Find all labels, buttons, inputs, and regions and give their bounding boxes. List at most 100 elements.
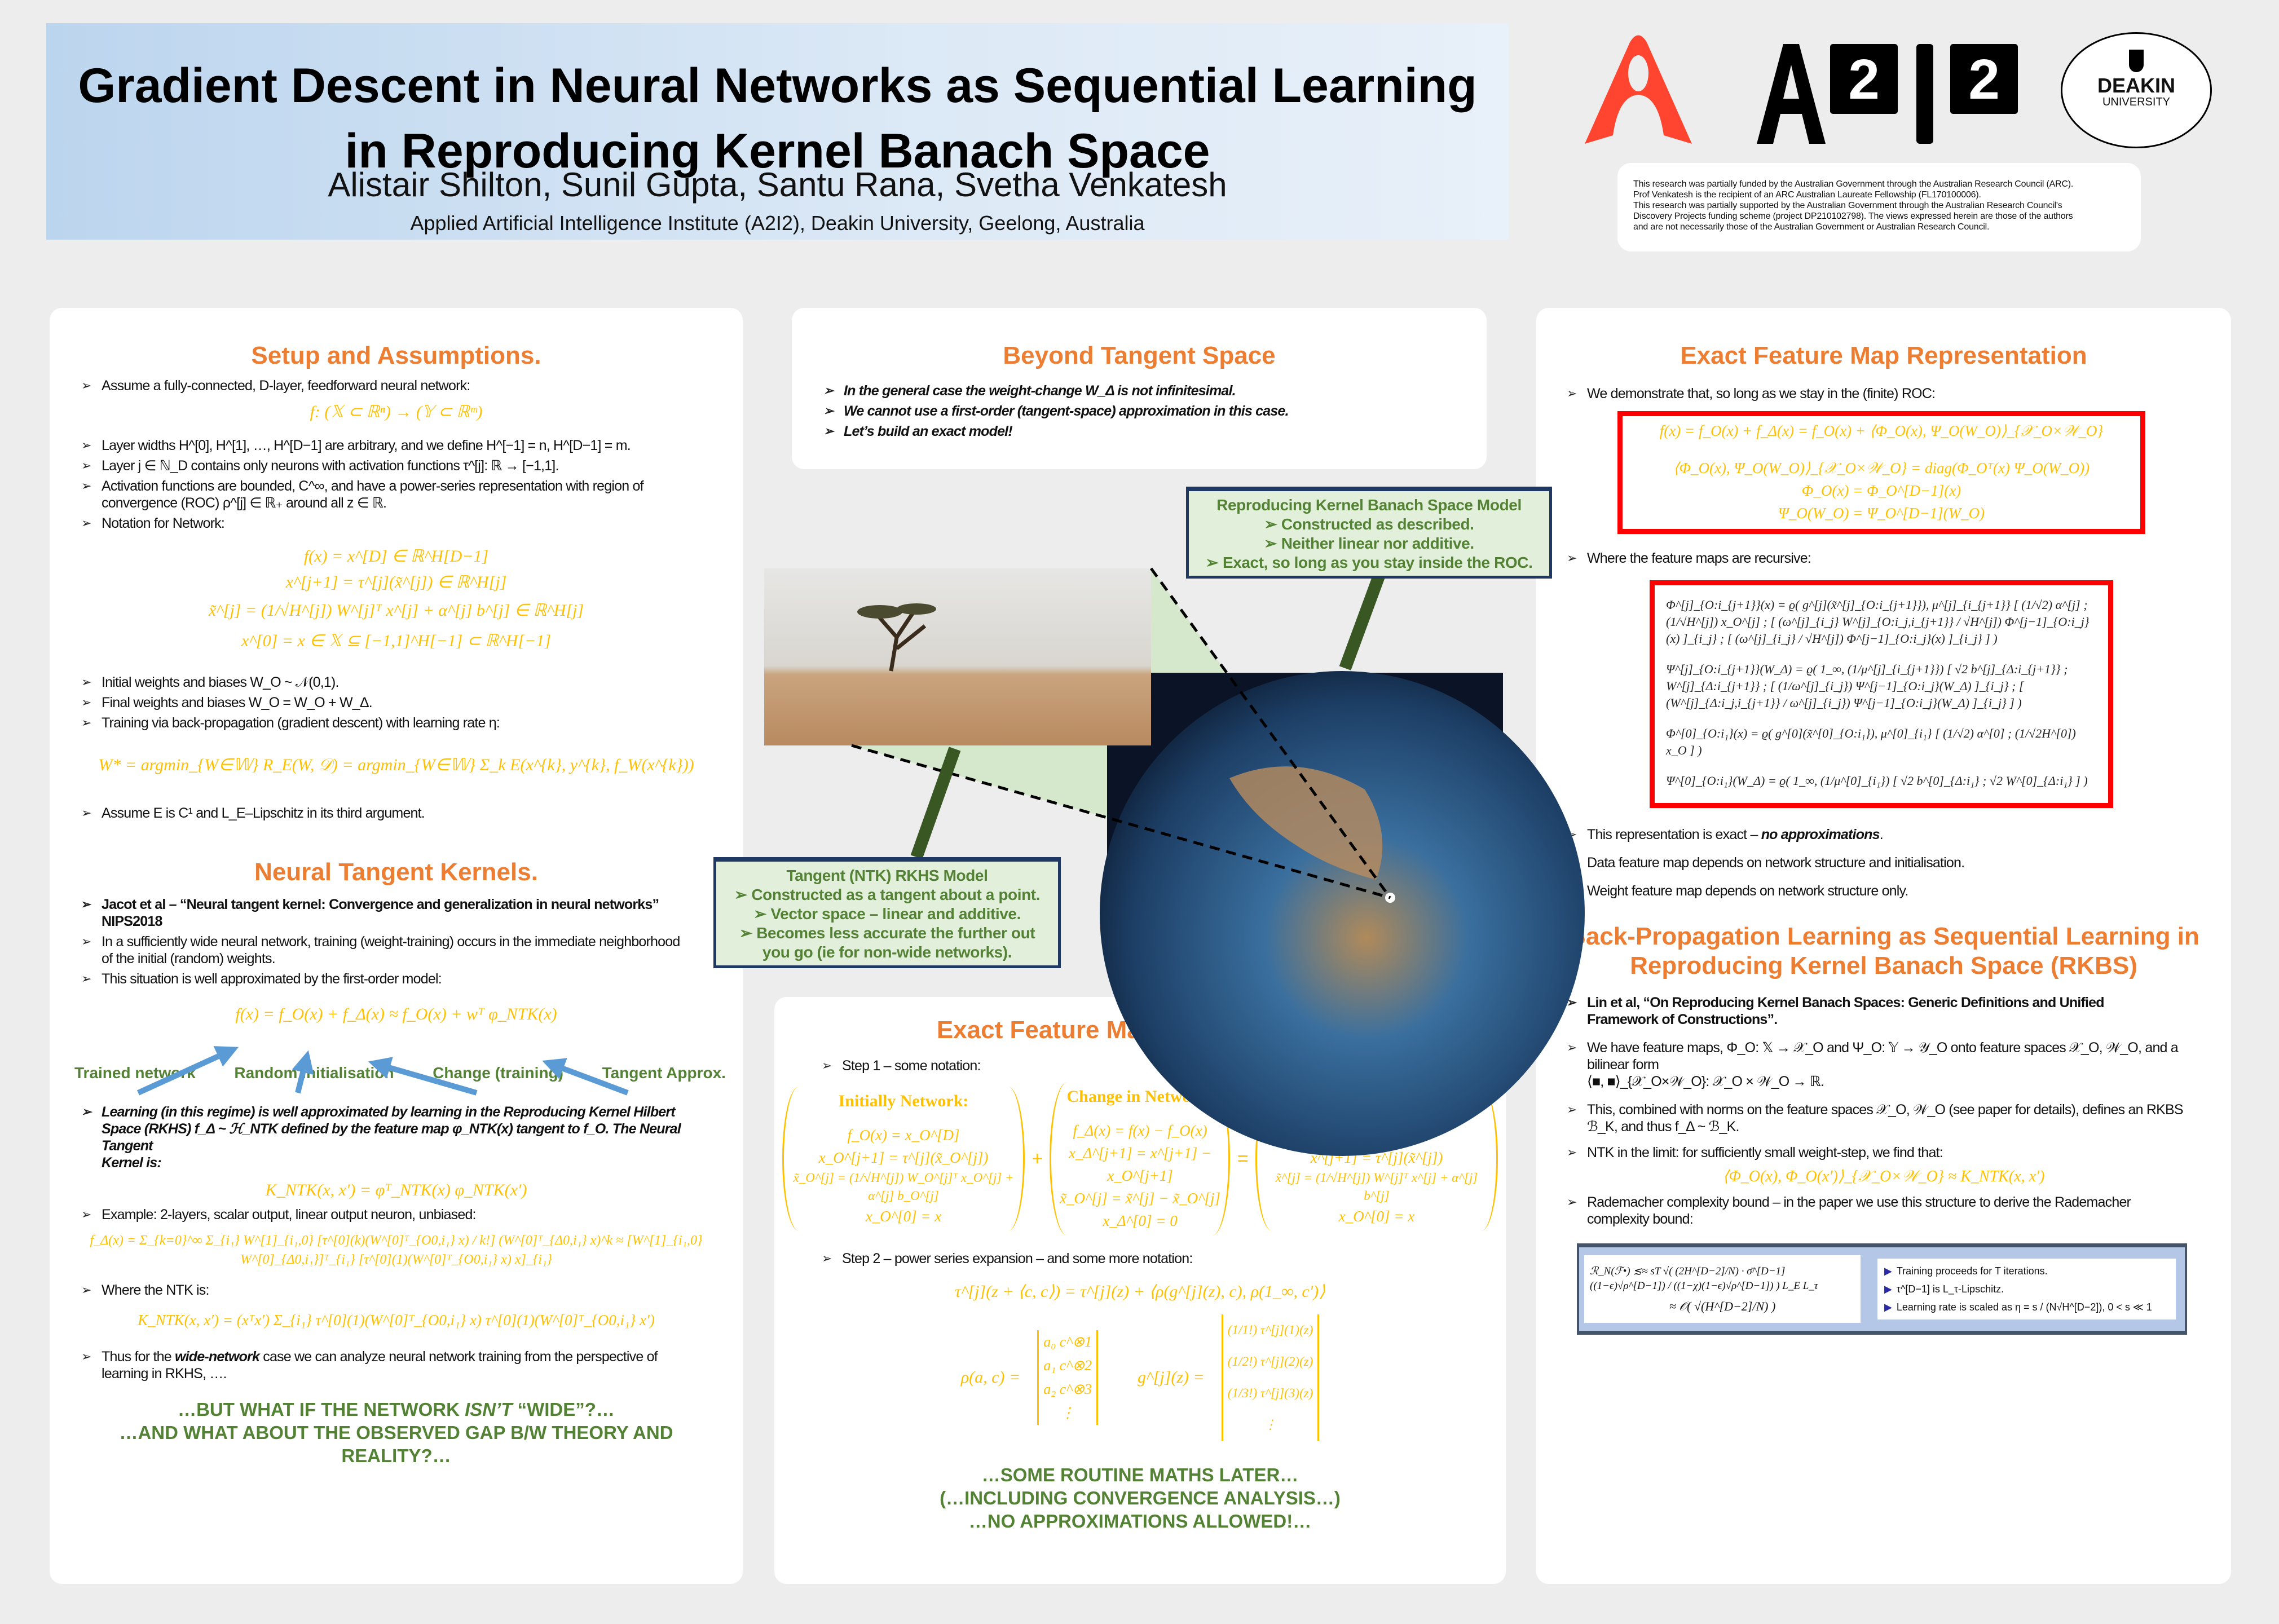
math-line: ⋮	[1060, 1405, 1075, 1421]
bullet: We cannot use a first-order (tangent-spa…	[823, 403, 1466, 420]
column-title: Initially Network:	[838, 1092, 969, 1110]
text: Framework of Constructions”.	[1587, 1012, 1778, 1027]
math-line: f_Δ(x) = f(x) − f_O(x)	[1073, 1122, 1207, 1139]
math-line: x_O^[0] = x	[865, 1208, 942, 1225]
ending-line-3: …NO APPROXIMATIONS ALLOWED!…	[968, 1511, 1312, 1532]
right-panel: Exact Feature Map Representation We demo…	[1536, 308, 2231, 1584]
label-trained-network: Trained network	[74, 1064, 196, 1082]
text: Neither linear nor additive.	[1281, 535, 1474, 552]
deakin-logo: DEAKIN UNIVERSITY	[2061, 32, 2212, 148]
math-line: a₂ c^⊗3	[1043, 1381, 1092, 1397]
math-line: f_O(x) = x^[D]	[1329, 1127, 1423, 1144]
math-phi-recursion: Φ^[j]_{O:i_{j+1}}(x) = ϱ( g^[j](x̃^[j]_{…	[1666, 598, 2090, 646]
note: ▶τ^[D−1] is L_τ-Lipschitz.	[1884, 1280, 2169, 1298]
math-g-vector: (1/1!) τ^[j](1)(z) (1/2!) τ^[j](2)(z) (1…	[1221, 1314, 1320, 1441]
text: Constructed as described.	[1281, 515, 1474, 533]
math-ntk-definition: K_NTK(x, x′) = φᵀ_NTK(x) φ_NTK(x′)	[265, 1181, 527, 1199]
note: ▶Training proceeds for T iterations.	[1884, 1262, 2169, 1280]
text: .	[1879, 827, 1884, 842]
funding-line: and are not necessarily those of the Aus…	[1633, 222, 1990, 232]
text: This representation is exact –	[1587, 827, 1761, 842]
text: Kernel is:	[102, 1155, 162, 1171]
math-line: f_O(x) = x_O^[D]	[847, 1127, 960, 1144]
deakin-university: UNIVERSITY	[2102, 96, 2171, 108]
text: Vector space – linear and additive.	[770, 905, 1021, 923]
text: Training proceeds for T iterations.	[1896, 1265, 2048, 1277]
network-notation-row: Initially Network: f_O(x) = x_O^[D] x_O^…	[782, 1082, 1498, 1235]
math-ntk-limit: ⟨Φ_O(x), Φ_O(x′)⟩_{𝒳_O×𝒲_O} ≈ K_NTK(x, x…	[1722, 1168, 2045, 1185]
exact-representation-box: f(x) = f_O(x) + f_Δ(x) = f_O(x) + ⟨Φ_O(x…	[1617, 411, 2145, 534]
column-title: Final Network:	[1321, 1092, 1432, 1110]
model-term-labels: Trained network Random initialisation Ch…	[74, 1064, 726, 1082]
math-network-map: f: (𝕏 ⊂ ℝⁿ) → (𝕐 ⊂ ℝᵐ)	[310, 403, 483, 421]
text: Learning (in this regime) is well approx…	[102, 1104, 676, 1120]
math-line: a₀ c^⊗1	[1043, 1334, 1092, 1350]
final-network-column: Final Network: f_O(x) = x^[D] x^[j+1] = …	[1255, 1087, 1498, 1231]
bullet: Training via back-propagation (gradient …	[81, 714, 722, 731]
math-ntk-example: K_NTK(x, x′) = (xᵀx′) Σ_{i₁} τ^[0](1)(W^…	[138, 1312, 655, 1329]
math-line: x̃_O^[j] = (1/√H^[j]) W_O^[j]ᵀ x_O^[j] +…	[793, 1171, 1014, 1203]
beyond-tangent-panel: Beyond Tangent Space In the general case…	[792, 308, 1487, 469]
bullet: Step 2 – power series expansion – and so…	[822, 1250, 1485, 1267]
box-item: you go (ie for non-wide networks).	[762, 943, 1012, 961]
math-line: Ψ_O(W_O) = Ψ_O^[D−1](W_O)	[1778, 505, 1985, 522]
math-line: ≈ 𝒪( √(H^[D−2]/N) )	[1669, 1299, 1776, 1313]
funding-line: Prof Venkatesh is the recipient of an AR…	[1633, 190, 1981, 200]
math-line: ⋮	[1264, 1418, 1277, 1432]
math-first-order-model: f(x) = f_O(x) + f_Δ(x) ≈ f_O(x) + wᵀ φ_N…	[235, 1005, 557, 1023]
text: ISN’T	[465, 1399, 513, 1420]
setup-heading: Setup and Assumptions.	[251, 342, 541, 369]
bullet: Where the feature maps are recursive:	[1567, 550, 2211, 567]
text: …BUT WHAT IF THE NETWORK	[178, 1399, 465, 1420]
text: of the initial (random) weights.	[102, 951, 276, 967]
math-line: x̃^[j] = (1/√H^[j]) W^[j]ᵀ x^[j] + α^[j]…	[1275, 1171, 1478, 1203]
math-line: a₁ c^⊗2	[1043, 1357, 1092, 1374]
title-line-1: Gradient Descent in Neural Networks as S…	[78, 59, 1477, 113]
label-tangent-approx: Tangent Approx.	[602, 1064, 726, 1082]
box-item: ➢ Constructed as described.	[1264, 515, 1474, 533]
triangle-bullet-icon: ▶	[1884, 1283, 1892, 1295]
math-rho-vector: a₀ c^⊗1 a₁ c^⊗2 a₂ c^⊗3 ⋮	[1037, 1330, 1099, 1425]
text: In a sufficiently wide neural network, t…	[102, 934, 680, 950]
text: Learning rate is scaled as η = s / (N√H^…	[1896, 1301, 2152, 1313]
title-banner: Gradient Descent in Neural Networks as S…	[46, 23, 1509, 240]
plus-sign: +	[1031, 1148, 1043, 1170]
bullet: Layer j ∈ ℕ_D contains only neurons with…	[81, 457, 722, 474]
math-line: ⟨Φ_O(x), Ψ_O(W_O)⟩_{𝒳_O×𝒲_O} = diag(Φ_Oᵀ…	[1673, 460, 2090, 476]
math-notation: f(x) = x^[D] ∈ ℝ^H[D−1]	[303, 547, 489, 566]
label-change-training: Change (training)	[433, 1064, 563, 1082]
exact-feature-map-middle-panel: Exact Feature Map Representation Step 1 …	[774, 997, 1506, 1584]
backprop-heading-line-1: Back-Propagation Learning as Sequential …	[1568, 923, 2199, 950]
text: ℬ_K, and thus f_Δ ~ ℬ_K.	[1587, 1119, 1739, 1135]
exact-mid-heading: Exact Feature Map Representation	[936, 1016, 1344, 1044]
affiliation: Applied Artificial Intelligence Institut…	[410, 211, 1145, 235]
text: Jacot et al – “Neural tangent kernel: Co…	[102, 897, 659, 912]
initial-network-column: Initially Network: f_O(x) = x_O^[D] x_O^…	[782, 1087, 1025, 1231]
a2i2-logo: 2 2	[1585, 35, 2018, 144]
bullet: This representation is exact – no approx…	[1567, 826, 2211, 843]
math-notation: x^[0] = x ∈ 𝕏 ⊆ [−1,1]^H[−1] ⊂ ℝ^H[−1]	[241, 632, 552, 650]
tangent-region	[852, 568, 1390, 898]
text: learning in RKHS, ….	[102, 1366, 227, 1382]
desert-image	[764, 568, 1151, 745]
tangent-pointer	[910, 747, 961, 859]
math-example-expansion: f_Δ(x) = Σ_{k=0}^∞ Σ_{i₁} W^[1]_{i₁,0} […	[90, 1233, 703, 1267]
text: case we can analyze neural network train…	[259, 1349, 658, 1365]
text: Constructed as a tangent about a point.	[751, 886, 1041, 903]
box-item: ➢ Neither linear nor additive.	[1264, 535, 1474, 552]
column-title: Change in Network:	[1066, 1087, 1214, 1106]
text: Thus for the	[102, 1349, 175, 1365]
text: ⟨■, ■⟩_{𝒳_O×𝒲_O}: 𝒳_O × 𝒲_O → ℝ.	[1587, 1074, 1824, 1089]
deakin-wordmark: DEAKIN	[2097, 74, 2175, 97]
bullet: Lin et al, “On Reproducing Kernel Banach…	[1567, 994, 2211, 1028]
math-optimisation: W* = argmin_{W∈𝕎} R_E(W, 𝒟) = argmin_{W∈…	[98, 756, 694, 774]
bullet: Let’s build an exact model!	[823, 423, 1466, 440]
label-random-initialisation: Random initialisation	[234, 1064, 394, 1082]
bullet: Notation for Network:	[81, 515, 722, 532]
bullet: We have feature maps, Φ_O: 𝕏 → 𝒳_O and Ψ…	[1567, 1039, 2211, 1090]
bullet: Example: 2-layers, scalar output, linear…	[81, 1206, 722, 1223]
question-line-1: …BUT WHAT IF THE NETWORK ISN’T “WIDE”?…	[50, 1398, 743, 1421]
bullet: We demonstrate that, so long as we stay …	[1567, 385, 2211, 402]
box-title: Reproducing Kernel Banach Space Model	[1216, 496, 1522, 514]
authors: Alistair Shilton, Sunil Gupta, Santu Ran…	[328, 166, 1227, 204]
